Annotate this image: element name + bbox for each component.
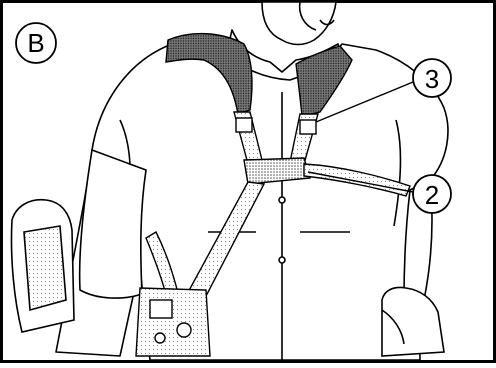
callout-2-text: 2: [425, 180, 439, 210]
panel-label: B: [16, 23, 56, 63]
engine-pack: [11, 200, 74, 332]
callout-3-text: 3: [425, 64, 439, 94]
panel-label-text: B: [27, 28, 44, 58]
trimmer-hook: [136, 288, 210, 356]
